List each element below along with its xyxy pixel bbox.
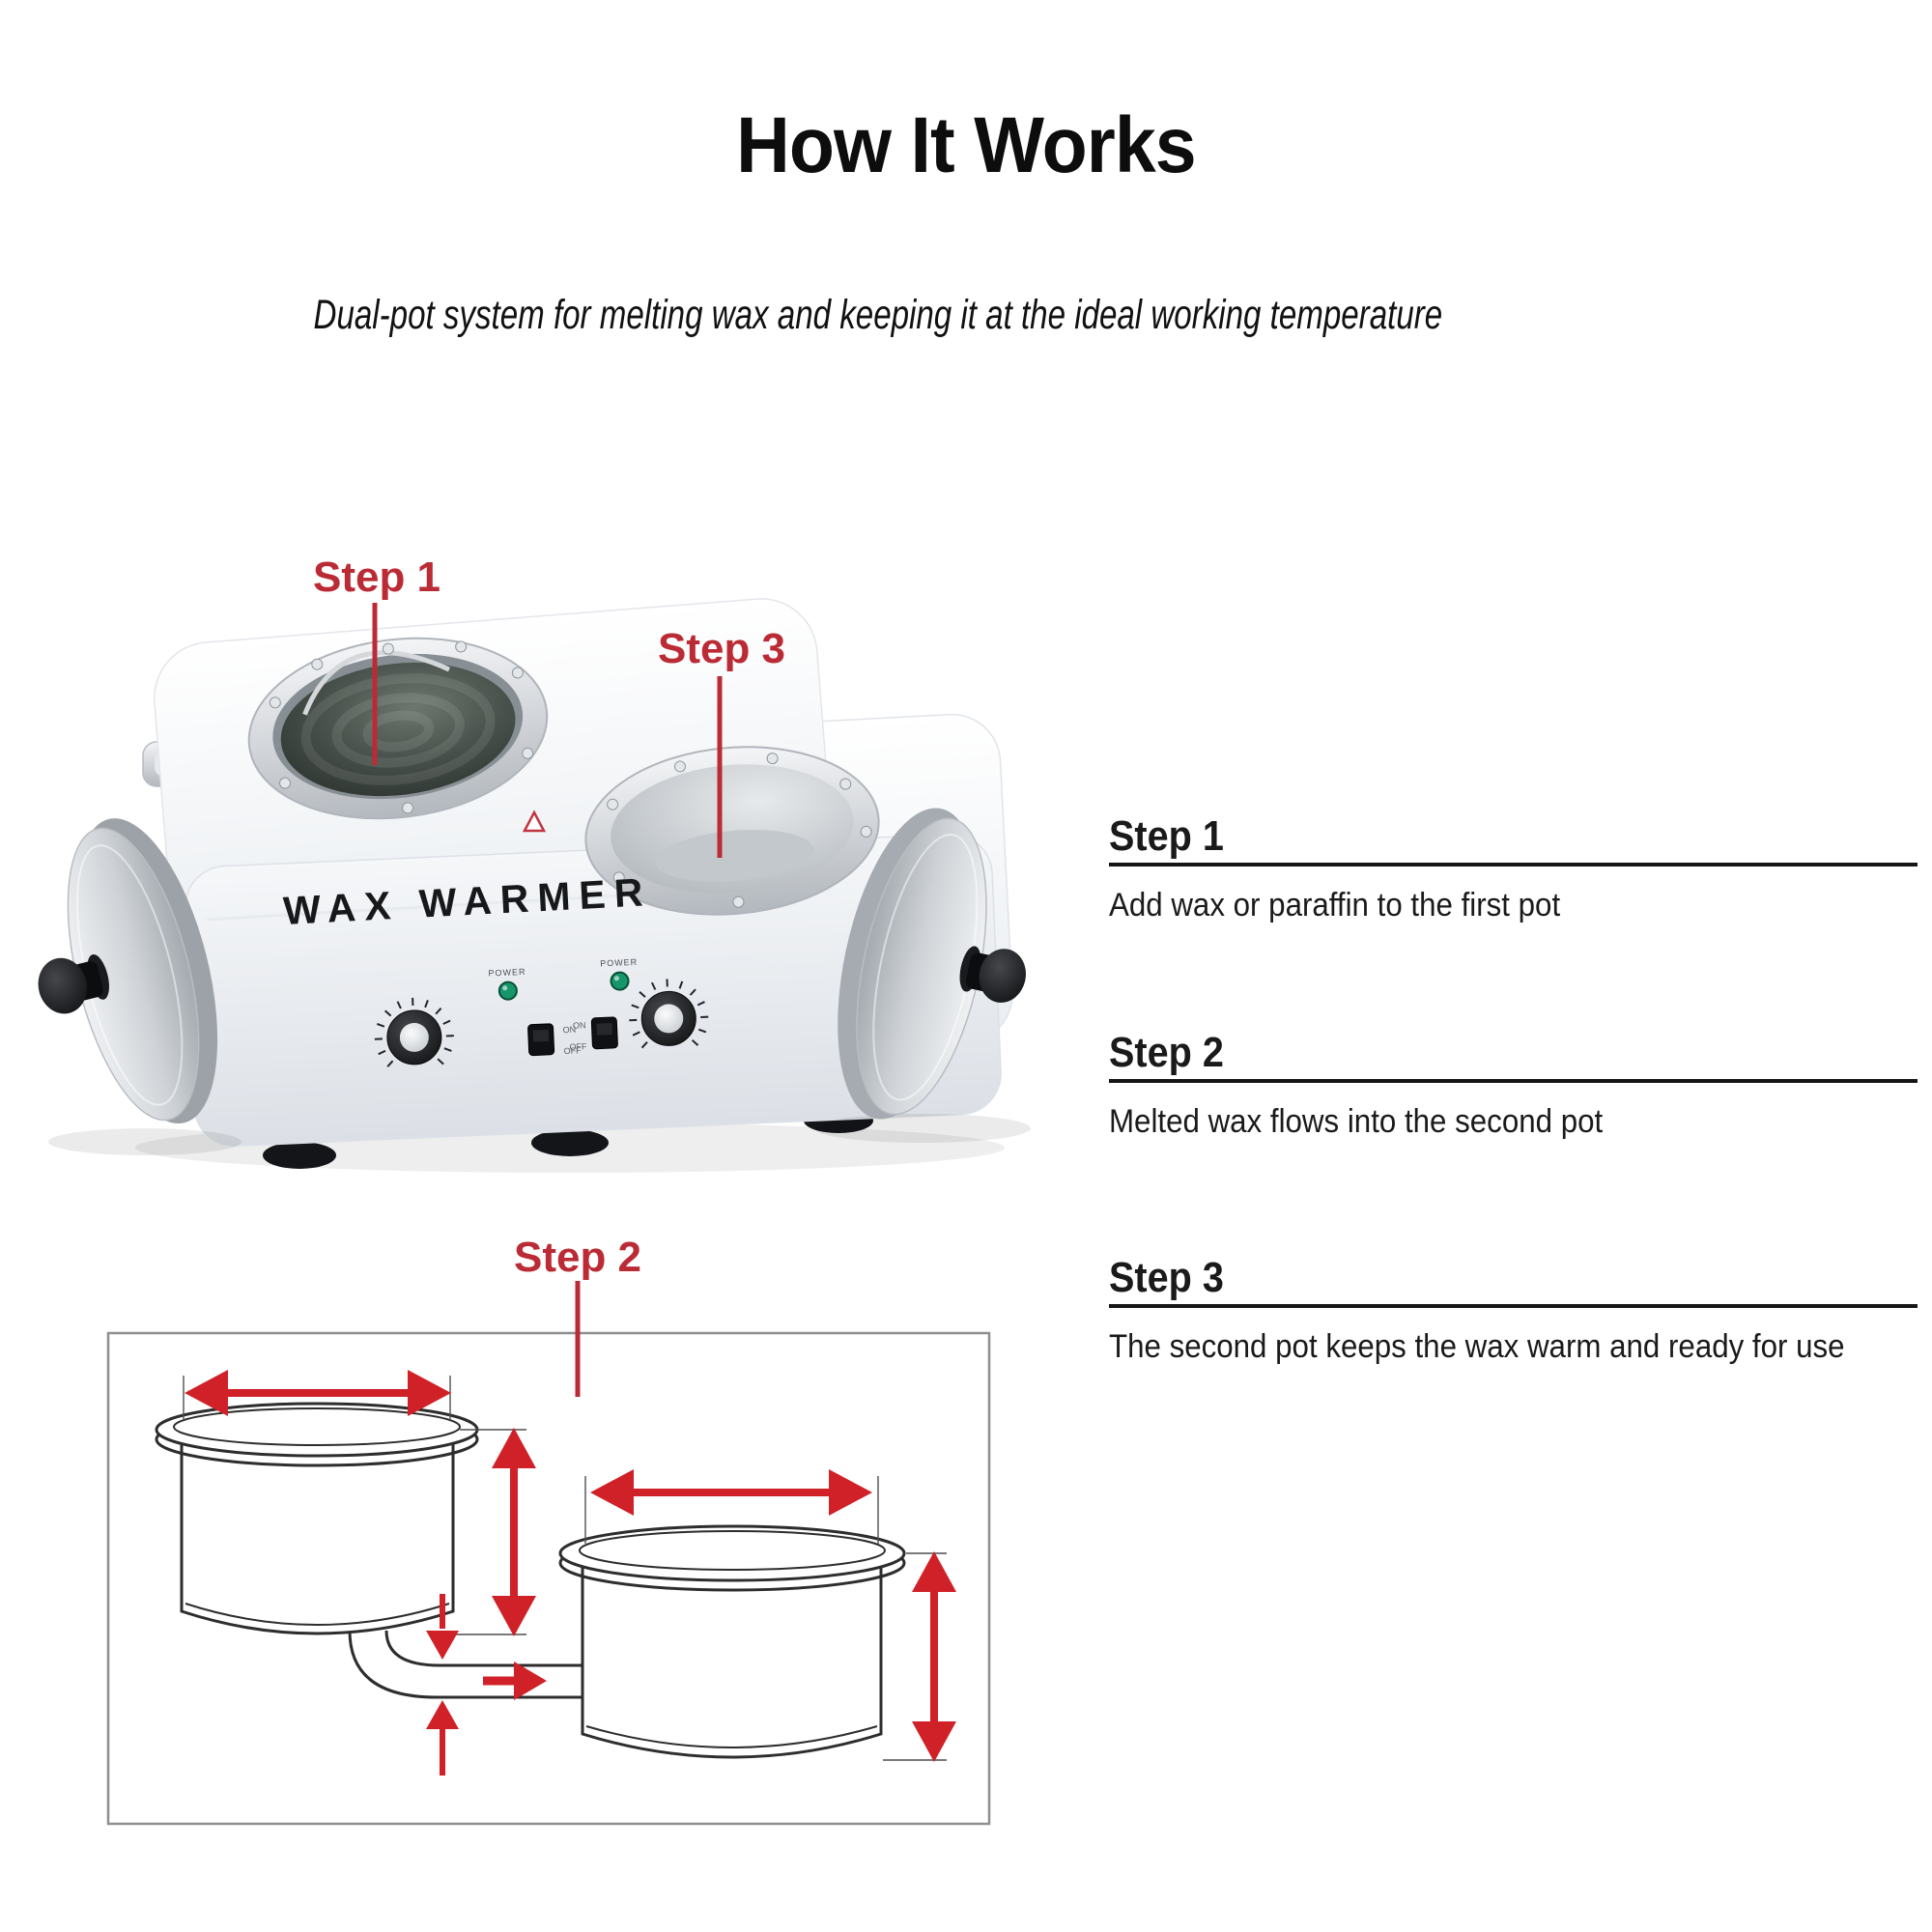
temperature-dial-left — [374, 997, 454, 1067]
page-subtitle-text: Dual-pot system for melting wax and keep… — [313, 292, 1443, 338]
step1-annotation: Step 1 — [313, 554, 440, 765]
svg-text:OFF: OFF — [569, 1041, 587, 1052]
step-2-heading: Step 2 — [1109, 1029, 1918, 1076]
transfer-pipe — [348, 1630, 589, 1699]
step-3-section: Step 3 The second pot keeps the wax warm… — [1109, 1254, 1918, 1366]
lid-left — [38, 818, 218, 1124]
control-panel: POWER ON OFF POWER ON OFF — [374, 957, 709, 1067]
basket-handle — [302, 650, 451, 716]
page-subtitle: Dual-pot system for melting wax and keep… — [145, 292, 1443, 339]
power-indicator-right: POWER — [600, 957, 638, 991]
diagram-pot-first — [155, 1402, 479, 1635]
step-3-description: The second pot keeps the wax warm and re… — [1109, 1327, 1918, 1366]
page-title-text: How It Works — [736, 101, 1196, 189]
page-title: How It Works — [0, 100, 1932, 191]
step2-label: Step 2 — [514, 1234, 641, 1281]
power-switch-right: ON OFF — [569, 1016, 618, 1052]
pot-second — [584, 746, 880, 916]
svg-text:ON: ON — [573, 1020, 586, 1031]
product-photo: WAX WARMER POWER ON OFF POW — [38, 554, 1031, 1173]
step-2-section: Step 2 Melted wax flows into the second … — [1109, 1029, 1918, 1141]
step-1-heading: Step 1 — [1109, 812, 1918, 860]
warning-logo — [522, 810, 547, 833]
step-1-description: Add wax or paraffin to the first pot — [1109, 886, 1918, 924]
step-3-rule — [1109, 1304, 1918, 1308]
dial-ticks-right — [629, 979, 709, 1049]
dial-ticks-left — [374, 997, 454, 1067]
width-arrow-first — [185, 1370, 451, 1416]
height-arrow-second — [912, 1551, 956, 1762]
lid-right-shadow — [814, 1114, 1031, 1143]
step-3-description-text: The second pot keeps the wax warm and re… — [1109, 1328, 1845, 1365]
pot-first-screws — [269, 640, 534, 814]
step-1-rule — [1109, 863, 1918, 867]
width-arrow-second — [590, 1469, 872, 1516]
step-2-rule — [1109, 1079, 1918, 1083]
flow-diagram: Step 2 — [106, 1234, 991, 1826]
lid-right — [838, 808, 1026, 1120]
temperature-dial-right — [629, 979, 709, 1049]
height-arrow-first — [492, 1428, 536, 1636]
pot-second-screws — [607, 753, 872, 908]
step-1-description-text: Add wax or paraffin to the first pot — [1109, 887, 1561, 923]
step-2-description-text: Melted wax flows into the second pot — [1109, 1103, 1604, 1140]
pipe-inlet-arrow-up — [426, 1700, 459, 1776]
lid-left-knob — [38, 953, 109, 1014]
step-1-heading-text: Step 1 — [1109, 812, 1224, 860]
svg-text:OFF: OFF — [563, 1045, 582, 1056]
pipe-inlet-arrow-down — [426, 1594, 459, 1660]
power-switch-left: ON OFF — [527, 1023, 582, 1056]
mesh-texture — [300, 673, 496, 785]
step-2-description: Melted wax flows into the second pot — [1109, 1102, 1918, 1141]
step3-annotation: Step 3 — [658, 625, 785, 858]
step-2-heading-text: Step 2 — [1109, 1029, 1224, 1076]
step-3-heading-text: Step 3 — [1109, 1254, 1224, 1301]
step3-label: Step 3 — [658, 625, 785, 672]
diagram-pot-second — [558, 1524, 906, 1759]
pot-first — [247, 637, 549, 820]
svg-text:POWER: POWER — [600, 957, 638, 969]
flow-arrow — [483, 1662, 547, 1700]
step1-label: Step 1 — [313, 554, 440, 601]
svg-text:POWER: POWER — [488, 967, 526, 979]
step-1-section: Step 1 Add wax or paraffin to the first … — [1109, 812, 1918, 924]
power-indicator-left: POWER — [488, 967, 526, 1001]
step-3-heading: Step 3 — [1109, 1254, 1918, 1301]
lid-right-knob — [959, 946, 1026, 1003]
svg-text:ON: ON — [562, 1025, 576, 1036]
step2-annotation: Step 2 — [514, 1234, 641, 1397]
lid-left-shadow — [48, 1128, 242, 1155]
